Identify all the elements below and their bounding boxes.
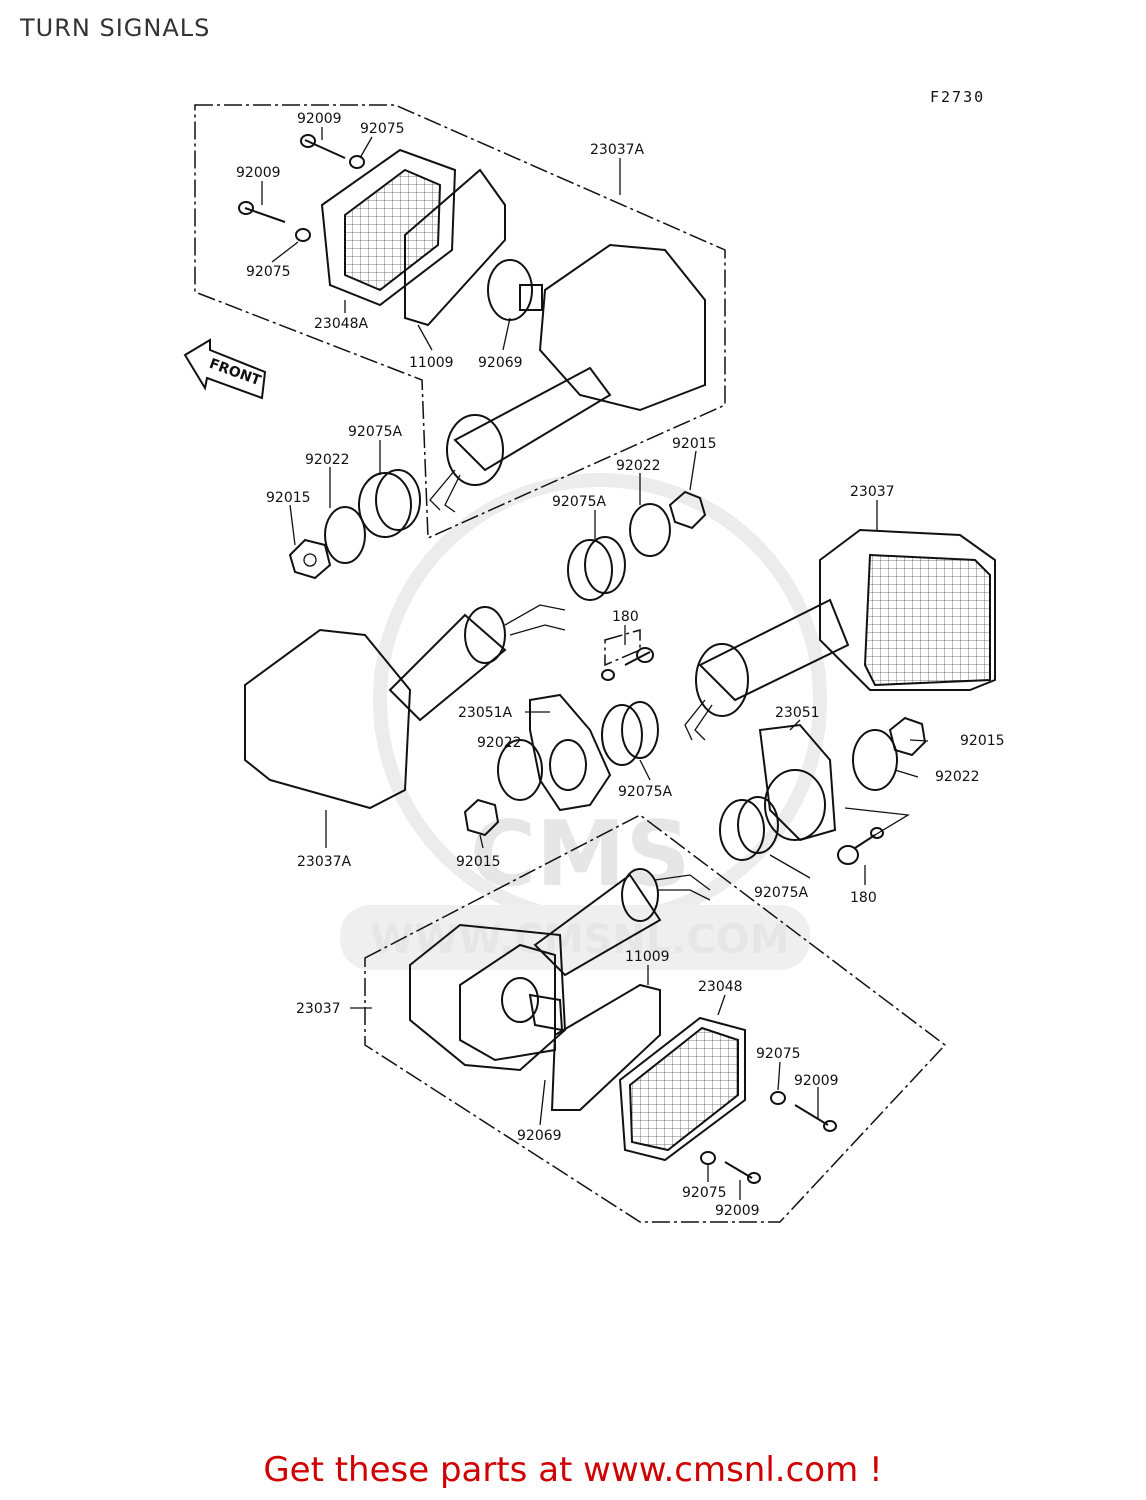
figure-code: F2730 [930, 88, 986, 106]
nut-92015-right [888, 716, 927, 757]
callout-92075a-b: 92075A [348, 424, 403, 440]
callout-92075a-e: 92075A [754, 885, 809, 901]
upper-assembly-boundary [194, 104, 726, 540]
footer-promo-link[interactable]: Get these parts at www.cmsnl.com ! [263, 1450, 883, 1490]
housing-23037a-left [244, 604, 566, 810]
bulb-92069 [487, 259, 543, 321]
nut-92015-center [668, 490, 707, 530]
housing-23037-right [684, 528, 996, 741]
washer-92022-center [629, 503, 671, 557]
nut-92015-mid [463, 798, 500, 837]
grommet-92075a-right [719, 796, 779, 861]
washer-92075-upper-1 [349, 155, 365, 169]
callout-92069-a: 92069 [478, 355, 523, 371]
callout-92015-c: 92015 [672, 436, 717, 452]
gasket-11009 [404, 168, 506, 327]
callout-92015-b: 92015 [266, 490, 311, 506]
grommet-92075a-left [358, 469, 421, 538]
callout-92022-d: 92022 [477, 735, 522, 751]
bracket-23051 [758, 723, 837, 842]
callout-92009-b: 92009 [236, 165, 281, 181]
callout-23037a-a: 23037A [590, 142, 645, 158]
screw-92009-lower-2 [724, 1161, 761, 1184]
callout-92015-d: 92015 [456, 854, 501, 870]
callout-23048-f: 23048 [698, 979, 743, 995]
grommet-92075a-center [567, 536, 626, 601]
callout-92075-g: 92075 [682, 1185, 727, 1201]
grommet-92075a-mid [601, 701, 659, 766]
callout-23051-e: 23051 [775, 705, 820, 721]
lens-23048a [320, 148, 457, 307]
callout-180-d: 180 [612, 609, 639, 625]
callout-11009-a: 11009 [409, 355, 454, 371]
callout-92015-e: 92015 [960, 733, 1005, 749]
washer-92075-lower-2 [700, 1151, 716, 1165]
callout-23037a-d: 23037A [297, 854, 352, 870]
callout-92009-a: 92009 [297, 111, 342, 127]
callout-92075a-d: 92075A [618, 784, 673, 800]
callout-23037-c: 23037 [850, 484, 895, 500]
washer-92075-upper-2 [295, 228, 311, 242]
callout-23037-f: 23037 [296, 1001, 341, 1017]
washer-92022-mid [497, 739, 543, 801]
callout-92075-a: 92075 [360, 121, 405, 137]
screw-92009-upper-1 [300, 134, 346, 159]
callout-92022-b: 92022 [305, 452, 350, 468]
washer-92075-lower-1 [770, 1091, 786, 1105]
callout-92075a-c: 92075A [552, 494, 607, 510]
bolt-180-upper [624, 647, 654, 666]
callout-92075-f: 92075 [756, 1046, 801, 1062]
washer-92022-right [852, 729, 898, 791]
callout-labels: 92009 92075 92009 92075 23048A 11009 920… [236, 111, 1005, 1219]
lower-assembly-boundary [364, 814, 947, 1223]
bracket-group-boundary [604, 629, 641, 667]
washer-180-upper [601, 669, 615, 681]
callout-92069-f: 92069 [517, 1128, 562, 1144]
callout-180-e: 180 [850, 890, 877, 906]
leader-lines [261, 127, 929, 1200]
housing-23037a-upper [429, 243, 706, 513]
bolt-180-lower [837, 827, 884, 865]
lens-23048 [618, 1016, 746, 1162]
bulb-92069-lower [501, 977, 564, 1032]
callout-92022-e: 92022 [935, 769, 980, 785]
callout-92009-g: 92009 [715, 1203, 760, 1219]
watermark-logo: CMS [470, 802, 690, 907]
callout-92022-c: 92022 [616, 458, 661, 474]
front-direction-arrow: FRONT [183, 338, 267, 400]
washer-92022-left [324, 506, 366, 564]
callout-92075-b: 92075 [246, 264, 291, 280]
watermark-url: WWW.CMSNL.COM [370, 917, 790, 963]
callout-92009-f: 92009 [794, 1073, 839, 1089]
gasket-11009-lower [550, 983, 661, 1111]
nut-92015-left [288, 538, 332, 580]
callout-11009-f: 11009 [625, 949, 670, 965]
page-title: TURN SIGNALS [20, 14, 211, 42]
screw-92009-upper-2 [238, 201, 286, 223]
callout-23051a-d: 23051A [458, 705, 513, 721]
screw-92009-lower-1 [794, 1104, 837, 1132]
callout-23048a: 23048A [314, 316, 369, 332]
